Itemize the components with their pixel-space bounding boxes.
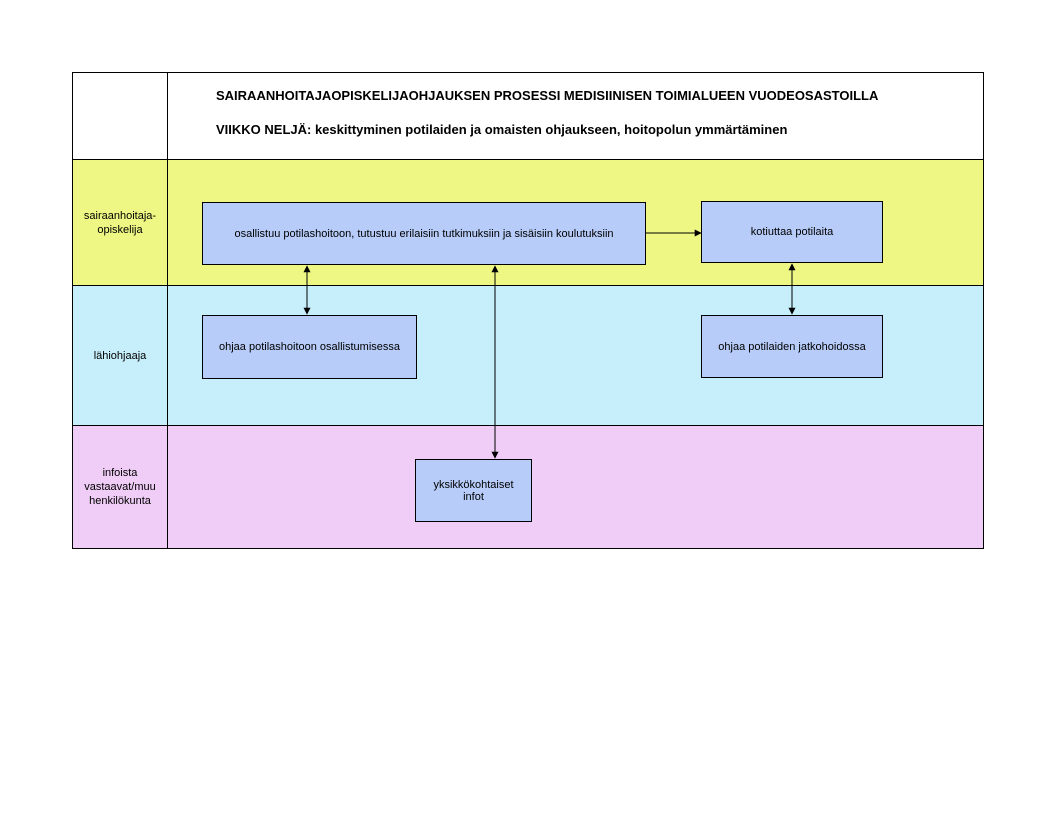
lane-label-supervisor: lähiohjaaja [73,286,168,426]
box-unit-info: yksikkökohtaiset infot [415,459,532,522]
diagram-subtitle: VIIKKO NELJÄ: keskittyminen potilaiden j… [216,122,788,137]
box-guides-care: ohjaa potilashoitoon osallistumisessa [202,315,417,379]
box-guides-followup: ohjaa potilaiden jatkohoidossa [701,315,883,378]
diagram-title: SAIRAANHOITAJAOPISKELIJAOHJAUKSEN PROSES… [216,88,879,103]
header-corner-cell [73,73,168,160]
box-discharges: kotiuttaa potilaita [701,201,883,263]
header-row [72,72,984,160]
lane-label-staff: infoista vastaavat/muu henkilökunta [73,426,168,548]
lane-label-student: sairaanhoitaja-opiskelija [73,160,168,286]
box-participates: osallistuu potilashoitoon, tutustuu eril… [202,202,646,265]
